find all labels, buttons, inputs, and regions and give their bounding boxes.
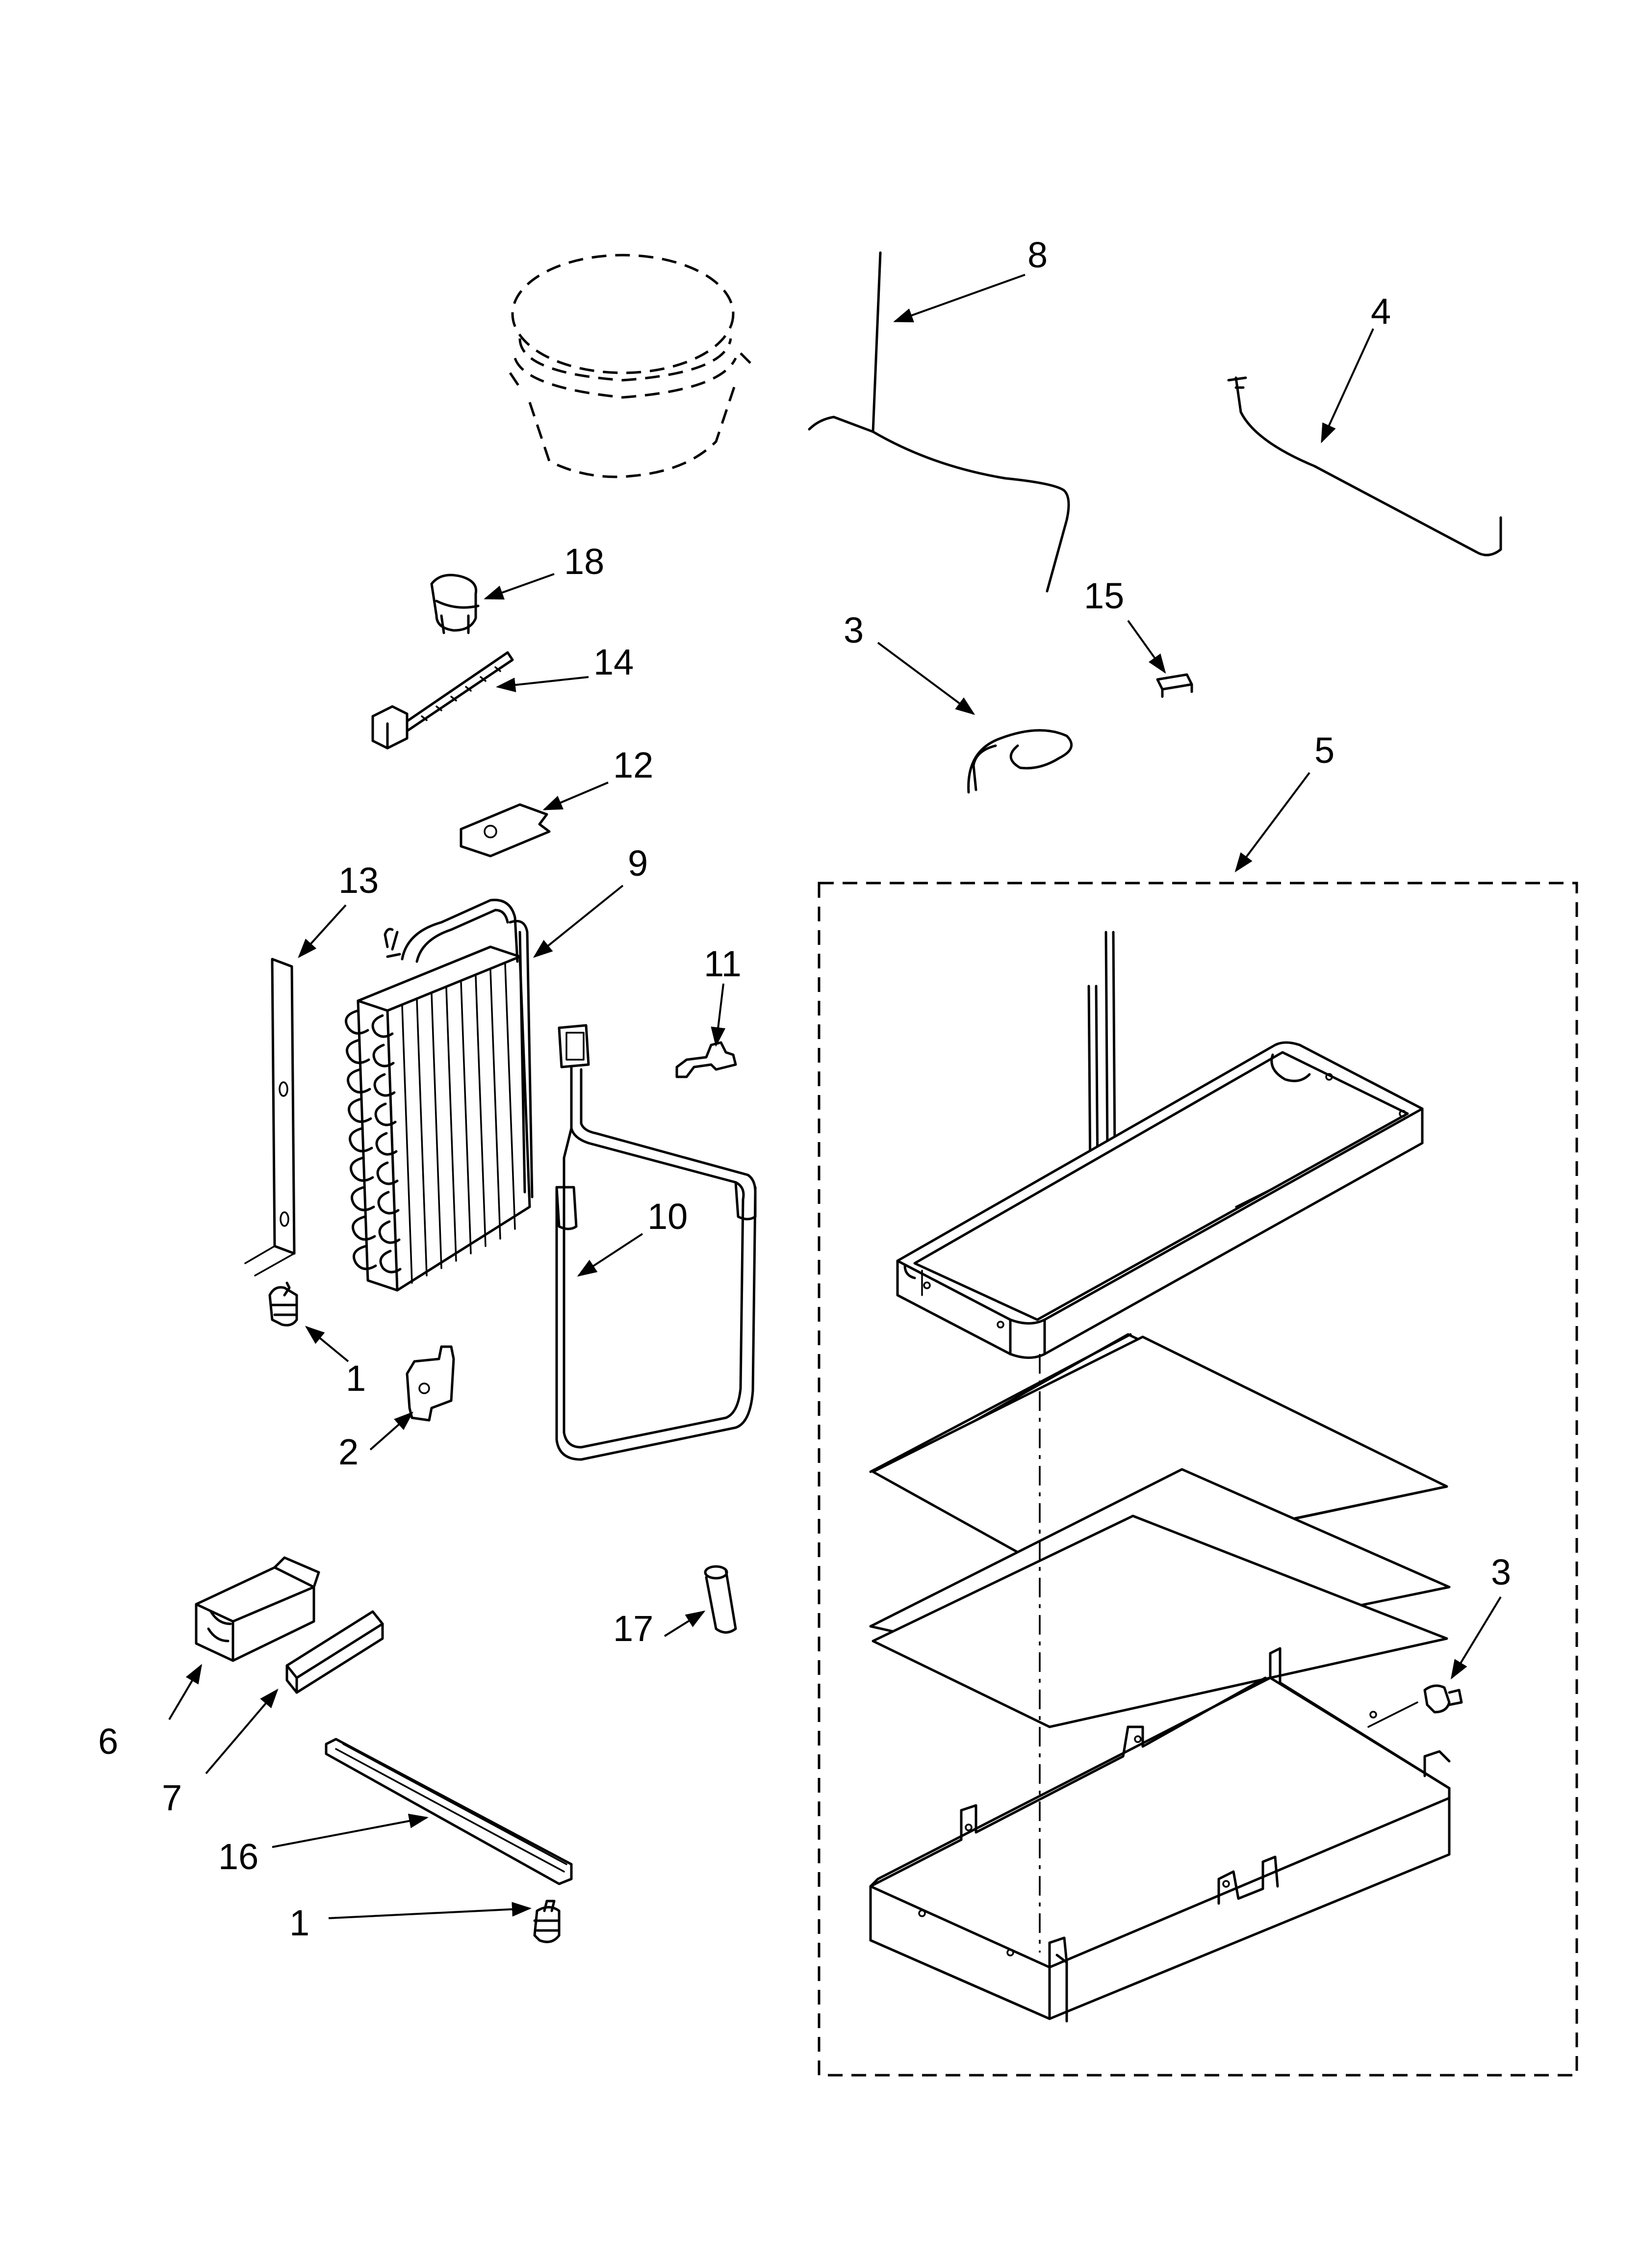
part-2-bracket (406, 1345, 455, 1422)
part-12-pad (460, 803, 551, 858)
callout-1-lower: 1 (289, 1903, 309, 1943)
part-17-spacer (704, 1565, 737, 1634)
callout-11: 11 (704, 943, 742, 984)
callout-12: 12 (613, 745, 653, 785)
callout-2: 2 (338, 1432, 359, 1472)
callout-16: 16 (218, 1836, 258, 1877)
callout-10: 10 (647, 1196, 688, 1237)
part-5-drain-pan-assembly (818, 882, 1578, 2077)
part-4-tube (1227, 376, 1502, 556)
part-1-screw-lower (533, 1900, 561, 1943)
leaders (168, 274, 1502, 1919)
callout-8: 8 (1027, 235, 1048, 275)
callout-14: 14 (593, 642, 634, 682)
callout-3-upper: 3 (844, 610, 864, 651)
part-9-evaporator (345, 898, 534, 1292)
callout-17: 17 (613, 1608, 653, 1649)
part-8-tube (808, 251, 1070, 593)
part-13-bracket (244, 958, 296, 1277)
callout-13: 13 (338, 860, 379, 901)
callout-5: 5 (1314, 730, 1334, 771)
compressor-outline (509, 254, 751, 478)
callout-4: 4 (1371, 291, 1391, 332)
callout-labels: 8 4 18 14 3 15 12 5 13 9 11 10 1 2 3 17 … (98, 235, 1511, 1943)
part-3-tube-loop (967, 729, 1073, 794)
callout-7: 7 (162, 1777, 182, 1818)
callout-18: 18 (564, 541, 604, 582)
part-7-plate (285, 1610, 384, 1694)
part-11-bracket (675, 1041, 737, 1078)
callout-15: 15 (1084, 575, 1124, 616)
part-10-heater (555, 1024, 757, 1461)
callout-3-lower: 3 (1491, 1552, 1511, 1592)
callout-1-upper: 1 (346, 1358, 366, 1399)
callout-9: 9 (628, 843, 648, 884)
part-16-rail (325, 1738, 573, 1885)
part-1-screw (268, 1281, 298, 1327)
callout-6: 6 (98, 1721, 118, 1762)
part-18-clip (430, 574, 480, 634)
part-6-bracket-box (195, 1556, 320, 1662)
part-14-cable-tie (371, 651, 514, 750)
part-15-clip (1156, 673, 1193, 698)
